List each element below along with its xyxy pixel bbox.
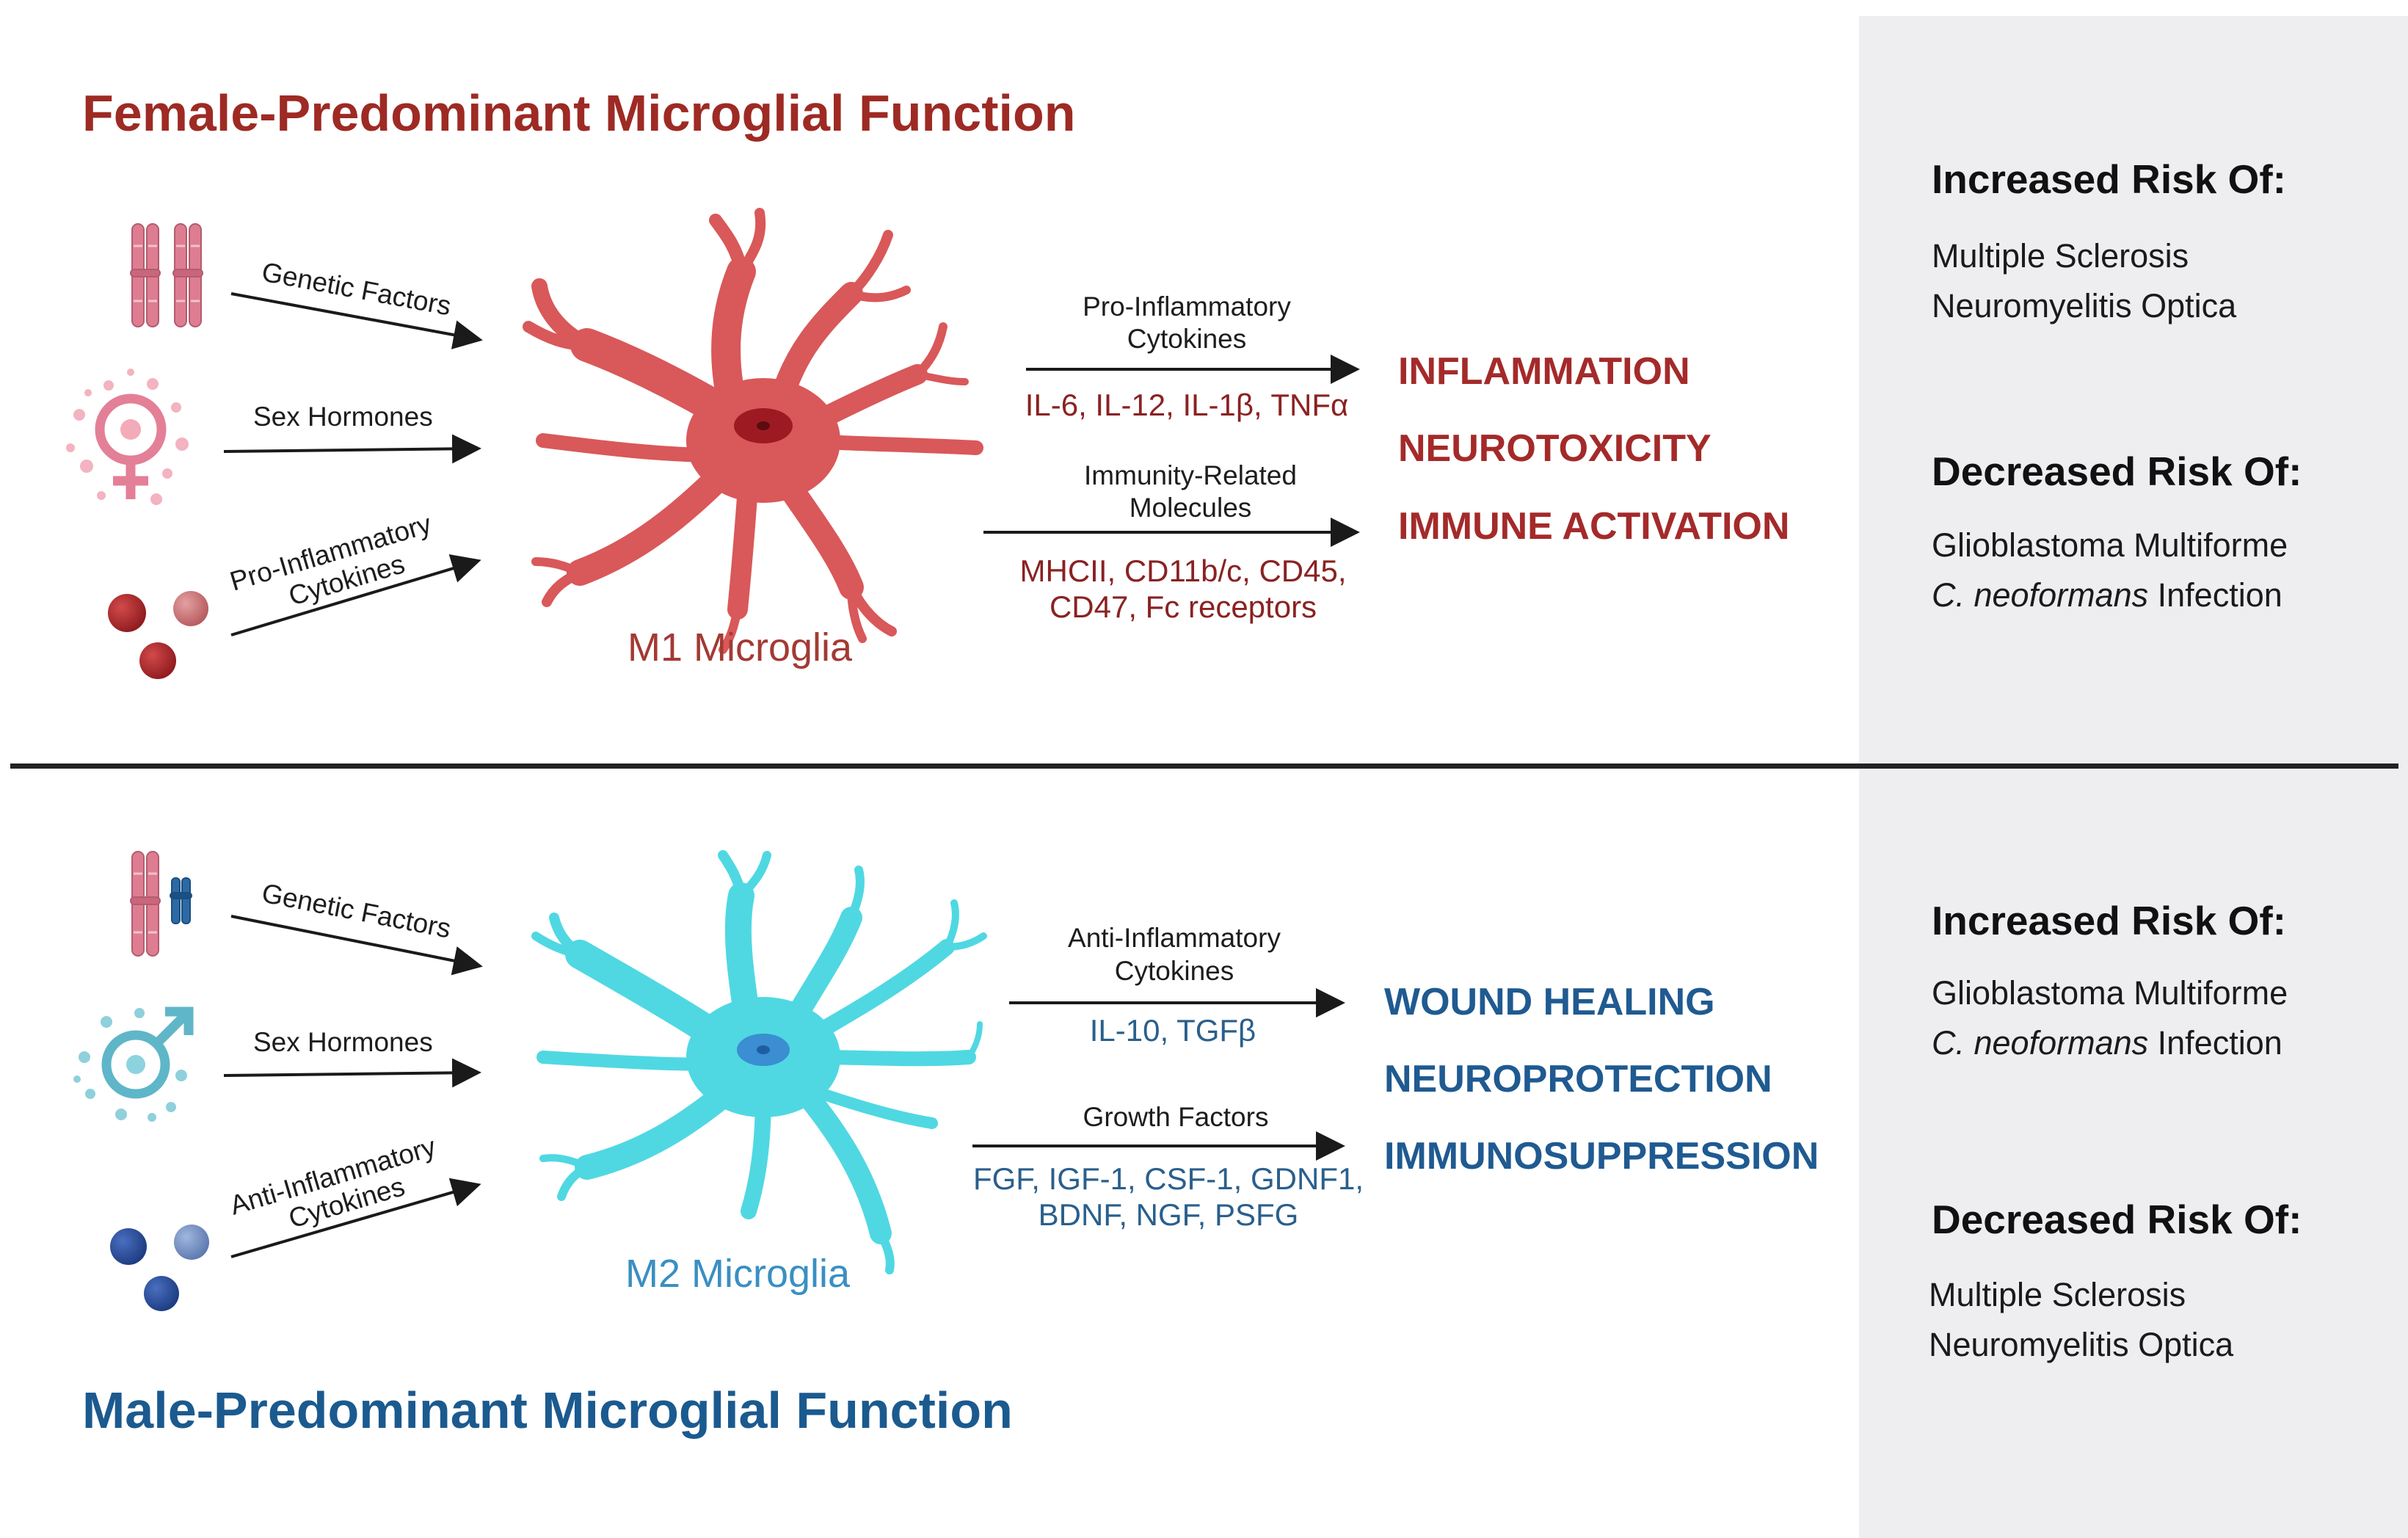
m1-cell-label: M1 Microglia	[628, 625, 853, 670]
female-decreased-risk-heading: Decreased Risk Of:	[1932, 449, 2302, 494]
male-top-output-label-1: Anti-Inflammatory	[1068, 923, 1281, 953]
female-effect-immune-activation: IMMUNE ACTIVATION	[1398, 505, 1789, 548]
male-increased-risk-item-1: Glioblastoma Multiforme	[1932, 974, 2288, 1012]
female-increased-risk-heading: Increased Risk Of:	[1932, 156, 2286, 202]
m1-microglia-cell	[523, 208, 983, 654]
female-bottom-output-label-1: Immunity-Related	[1084, 460, 1297, 490]
female-title: Female-Predominant Microglial Function	[82, 84, 1075, 142]
male-hormone-label: Sex Hormones	[253, 1027, 433, 1057]
male-hormone-input: Sex Hormones	[223, 1027, 481, 1088]
female-top-molecules: IL-6, IL-12, IL-1β, TNFα	[1025, 388, 1349, 422]
female-genetic-label: Genetic Factors	[260, 257, 454, 322]
red-cytokine-molecules-icon	[108, 591, 208, 679]
female-increased-risk-item-2: Neuromyelitis Optica	[1932, 287, 2237, 324]
female-top-output-label-2: Cytokines	[1127, 324, 1246, 354]
male-bottom-molecules-2: BDNF, NGF, PSFG	[1039, 1197, 1299, 1232]
female-decreased-risk-italic: C. neoformans	[1932, 576, 2148, 614]
female-top-output-label-1: Pro-Inflammatory	[1083, 291, 1291, 322]
female-bottom-molecules-1: MHCII, CD11b/c, CD45,	[1020, 554, 1347, 588]
section-divider	[10, 763, 2398, 769]
risk-panel	[1859, 16, 2408, 1538]
m2-cell-label: M2 Microglia	[625, 1252, 851, 1296]
female-cytokine-input: Pro-Inflammatory Cytokines	[227, 509, 481, 636]
female-decreased-risk-item-2: C. neoformans Infection	[1932, 576, 2282, 614]
male-decreased-risk-heading: Decreased Risk Of:	[1932, 1197, 2302, 1242]
blue-cytokine-molecules-icon	[110, 1225, 209, 1311]
xx-chromosome-icon	[130, 223, 203, 327]
female-decreased-risk-item-1: Glioblastoma Multiforme	[1932, 526, 2288, 564]
female-bottom-molecules-2: CD47, Fc receptors	[1050, 590, 1317, 624]
male-increased-risk-heading: Increased Risk Of:	[1932, 898, 2286, 943]
male-title: Male-Predominant Microglial Function	[82, 1382, 1013, 1439]
female-effect-inflammation: INFLAMMATION	[1398, 350, 1690, 393]
male-top-output-label-2: Cytokines	[1115, 956, 1234, 986]
male-increased-risk-item-2: C. neoformans Infection	[1932, 1024, 2282, 1062]
xy-chromosome-icon	[130, 851, 192, 957]
female-symbol-icon	[66, 369, 189, 505]
male-top-molecules: IL-10, TGFβ	[1090, 1013, 1256, 1048]
male-effect-neuroprotection: NEUROPROTECTION	[1384, 1058, 1772, 1100]
male-decreased-risk-item-2: Neuromyelitis Optica	[1929, 1326, 2234, 1363]
male-bottom-output-label-1: Growth Factors	[1083, 1102, 1269, 1132]
m2-microglia-cell	[531, 850, 987, 1274]
male-increased-risk-italic: C. neoformans	[1932, 1024, 2148, 1062]
male-decreased-risk-item-1: Multiple Sclerosis	[1929, 1276, 2186, 1313]
male-cytokine-input: Anti-Inflammatory Cytokines	[227, 1131, 481, 1258]
female-effect-neurotoxicity: NEUROTOXICITY	[1398, 427, 1712, 470]
male-bottom-molecules-1: FGF, IGF-1, CSF-1, GDNF1,	[973, 1161, 1364, 1196]
male-symbol-icon	[73, 1006, 194, 1122]
male-increased-risk-rest: Infection	[2148, 1024, 2282, 1062]
female-genetic-input: Genetic Factors	[230, 257, 483, 349]
male-genetic-label: Genetic Factors	[259, 878, 453, 944]
female-hormone-input: Sex Hormones	[223, 402, 481, 464]
male-effect-wound-healing: WOUND HEALING	[1384, 981, 1715, 1023]
female-increased-risk-item-1: Multiple Sclerosis	[1932, 237, 2189, 275]
female-decreased-risk-rest: Infection	[2148, 576, 2282, 614]
female-bottom-output-label-2: Molecules	[1130, 493, 1252, 523]
female-hormone-label: Sex Hormones	[253, 402, 433, 432]
male-effect-immunosuppression: IMMUNOSUPPRESSION	[1384, 1135, 1819, 1178]
male-genetic-input: Genetic Factors	[230, 878, 483, 976]
